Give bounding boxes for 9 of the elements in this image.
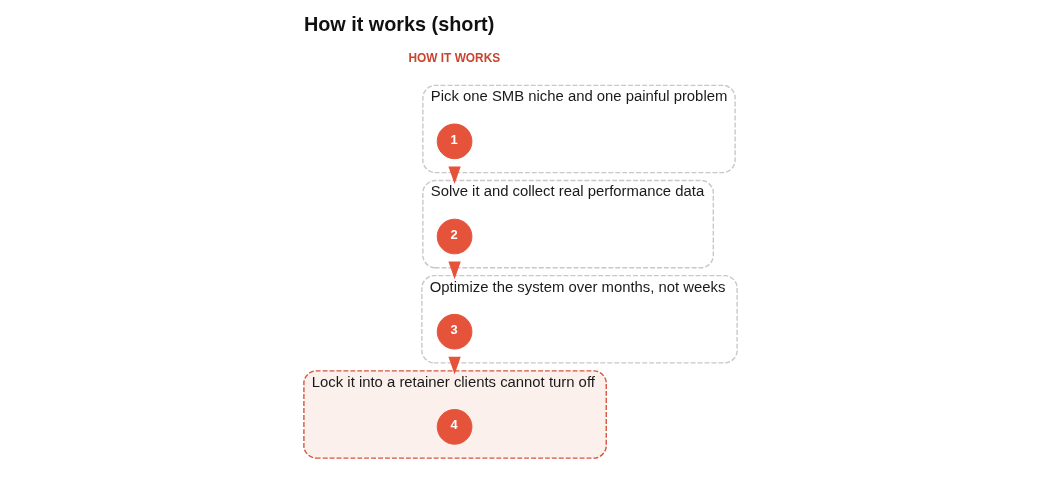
arrow [447, 356, 461, 375]
node-circle: 1 [436, 123, 472, 160]
arrow [447, 261, 461, 280]
arrow [447, 166, 461, 185]
node-circle: 3 [436, 313, 472, 350]
label: HOW IT WORKS [407, 50, 500, 65]
diagram-title: How it works (short) [303, 12, 494, 35]
node-circle: 4 [436, 409, 472, 445]
node-circle: 2 [436, 218, 472, 255]
